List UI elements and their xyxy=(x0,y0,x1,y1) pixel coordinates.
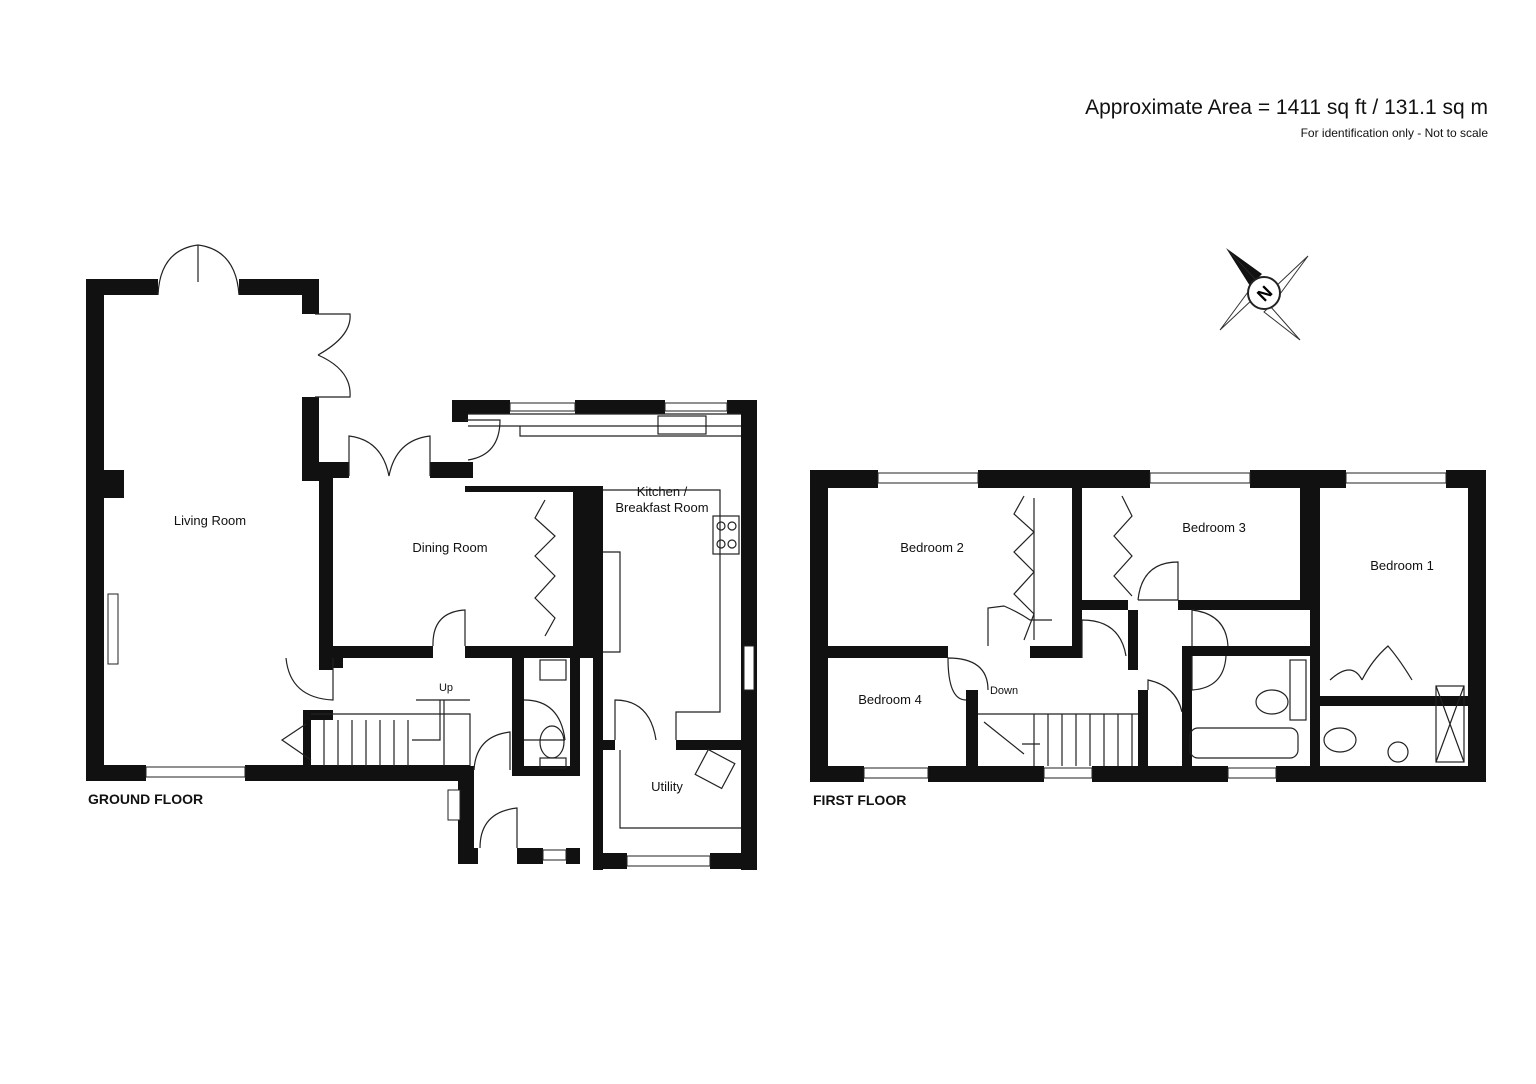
room-label-dining-room: Dining Room xyxy=(412,540,487,555)
room-label-bedroom-4: Bedroom 4 xyxy=(858,692,922,707)
room-label-bedroom-1: Bedroom 1 xyxy=(1370,558,1434,573)
room-label-living-room: Living Room xyxy=(174,513,246,528)
ground-floor-label: GROUND FLOOR xyxy=(88,791,203,807)
first-floor-plan: Bedroom 2 Bedroom 3 Bedroom 1 Bedroom 4 … xyxy=(810,470,1486,808)
room-label-utility: Utility xyxy=(651,779,683,794)
room-label-bedroom-3: Bedroom 3 xyxy=(1182,520,1246,535)
first-floor-label: FIRST FLOOR xyxy=(813,792,906,808)
room-label-kitchen-line2: Breakfast Room xyxy=(615,500,708,515)
north-compass-icon: N xyxy=(1219,248,1309,341)
room-label-bedroom-2: Bedroom 2 xyxy=(900,540,964,555)
stairs-down-label: Down xyxy=(990,685,1018,697)
approximate-area: Approximate Area = 1411 sq ft / 131.1 sq… xyxy=(1085,96,1488,119)
scale-disclaimer: For identification only - Not to scale xyxy=(1300,126,1488,140)
room-label-kitchen-line1: Kitchen / xyxy=(637,484,688,499)
ground-floor-plan: Living Room Dining Room Kitchen / Breakf… xyxy=(86,244,757,870)
stairs-up-label: Up xyxy=(439,682,453,694)
